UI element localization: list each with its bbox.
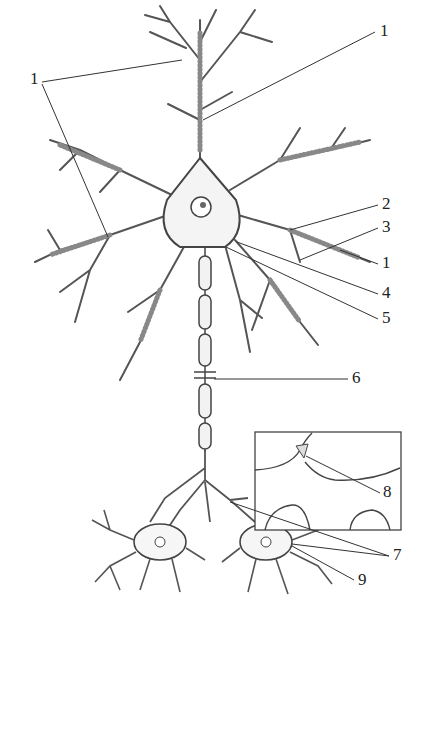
callout-number: 9 [356,571,369,589]
callout-number: 4 [380,284,393,302]
callout-number: 7 [391,546,404,564]
callout-number: 3 [380,218,393,236]
callout-number: 1 [380,254,393,272]
callout-number: 2 [380,195,393,213]
callout-number: 6 [350,369,363,387]
callout-number: 1 [378,22,391,40]
callout-number: 1 [28,70,41,88]
callout-number: 5 [380,309,393,327]
callout-number: 8 [381,483,394,501]
